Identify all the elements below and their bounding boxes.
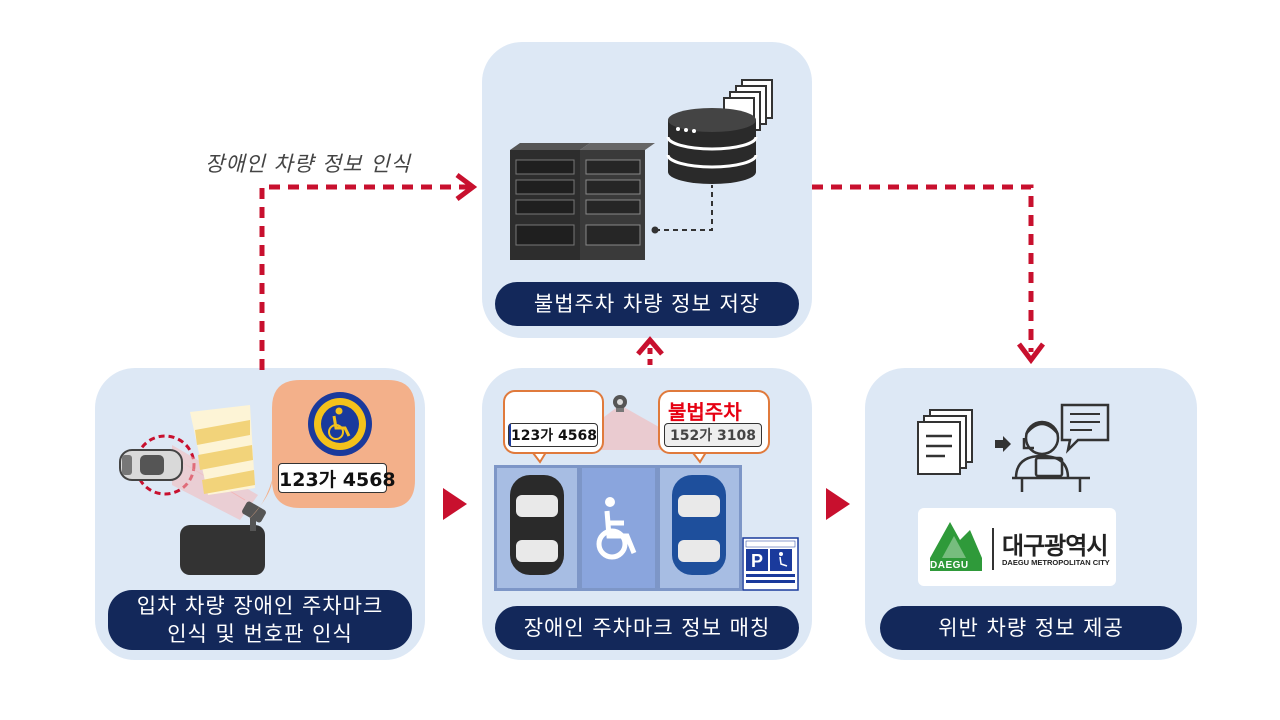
daegu-logo-mark-icon [930, 522, 982, 571]
sign-pillar-icon [190, 405, 255, 495]
license-plate-registered: 123가 4568 [508, 423, 598, 447]
license-plate-main: 123가 4568 [278, 463, 396, 493]
flow-arrow-to-provision-head [1017, 342, 1045, 365]
recognition-label: 입차 차량 장애인 주차마크 인식 및 번호판 인식 [108, 590, 412, 650]
recognition-label-line1: 입차 차량 장애인 주차마크 [136, 594, 384, 618]
parking-sign-icon: P [742, 537, 799, 591]
provision-label: 위반 차량 정보 제공 [880, 606, 1182, 650]
plate-text: 152가 3108 [670, 428, 756, 444]
plate-text: 123가 4568 [511, 428, 597, 444]
logo-card: DAEGU 대구광역시 DAEGU METROPOLITAN CITY [918, 508, 1116, 586]
database-icon [666, 108, 758, 184]
disabled-parking-badge-icon [308, 392, 372, 456]
parked-car-left-icon [510, 475, 564, 575]
illegal-parking-text: 불법주차 [668, 400, 742, 424]
license-plate-violation: 152가 3108 [664, 423, 762, 447]
wheelchair-icon [596, 497, 637, 560]
plate-text: 123가 4568 [279, 468, 396, 491]
logo-divider [992, 528, 994, 570]
flow-arrow-to-storage [259, 184, 470, 370]
speech-bubble-icon [1060, 403, 1110, 454]
flow-label: 장애인 차량 정보 인식 [205, 152, 411, 176]
flow-arrow-up-head [636, 336, 664, 356]
flow-triangle-2 [826, 488, 850, 520]
report-document-icon [917, 409, 973, 475]
flow-arrow-to-storage-head [455, 173, 478, 201]
recognition-label-line2: 인식 및 번호판 인식 [167, 622, 353, 646]
flow-triangle-1 [443, 488, 467, 520]
cctv-camera-icon [180, 501, 266, 575]
storage-label: 불법주차 차량 정보 저장 [495, 282, 799, 326]
logo-name-en: DAEGU METROPOLITAN CITY [1002, 558, 1110, 567]
operator-icon [1012, 420, 1090, 492]
logo-mark-text: DAEGU [930, 560, 969, 571]
server-rack-icon [510, 143, 655, 260]
logo-name-ko: 대구광역시 [1002, 532, 1108, 560]
small-arrow-icon [995, 436, 1011, 452]
matching-label: 장애인 주차마크 정보 매칭 [495, 606, 799, 650]
flow-arrow-to-provision [812, 184, 1034, 352]
parked-car-right-icon [672, 475, 726, 575]
svg-text:P: P [751, 551, 763, 571]
plate-strip [509, 424, 512, 446]
ceiling-camera-icon [613, 395, 627, 412]
